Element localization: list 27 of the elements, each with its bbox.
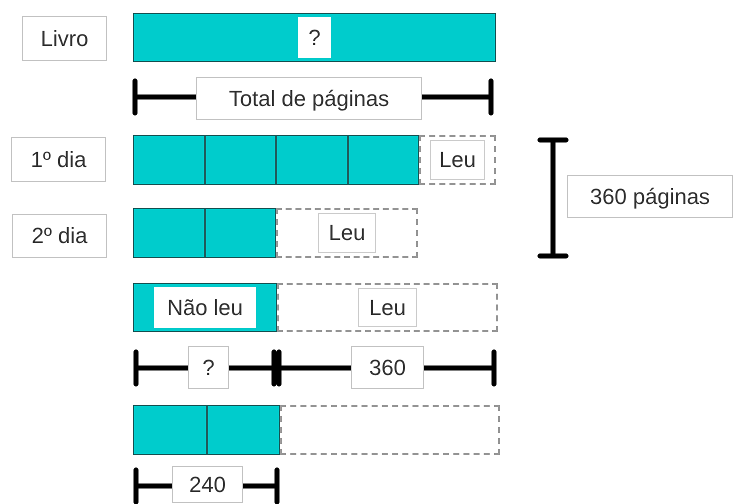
dimension-label: 360 [351, 346, 424, 389]
row-label: Livro [22, 16, 107, 61]
dashed-segment [277, 283, 498, 332]
dashed-segment [419, 135, 496, 185]
dimension-label: 360 páginas [567, 175, 733, 218]
bar-segment [133, 13, 496, 62]
bar-segment [205, 135, 276, 185]
segment-label: Leu [430, 140, 485, 180]
row-label: 2º dia [12, 214, 107, 258]
bar-segment [133, 208, 205, 258]
bar-segment [133, 135, 205, 185]
segment-label: Leu [318, 213, 376, 253]
row-label: 1º dia [11, 137, 106, 182]
bar-segment [207, 405, 280, 455]
bar-segment [348, 135, 419, 185]
dashed-segment [276, 208, 418, 258]
segment-label: Não leu [154, 287, 256, 328]
dimension-label: 240 [172, 466, 243, 503]
segment-label: ? [298, 17, 331, 58]
dimension-label: ? [188, 346, 229, 389]
segment-label: Leu [358, 288, 417, 327]
bar-segment [133, 405, 207, 455]
dashed-segment [280, 405, 500, 455]
bar-segment [133, 283, 277, 332]
bar-segment [276, 135, 348, 185]
bar-segment [205, 208, 276, 258]
dimension-label: Total de páginas [196, 77, 422, 120]
